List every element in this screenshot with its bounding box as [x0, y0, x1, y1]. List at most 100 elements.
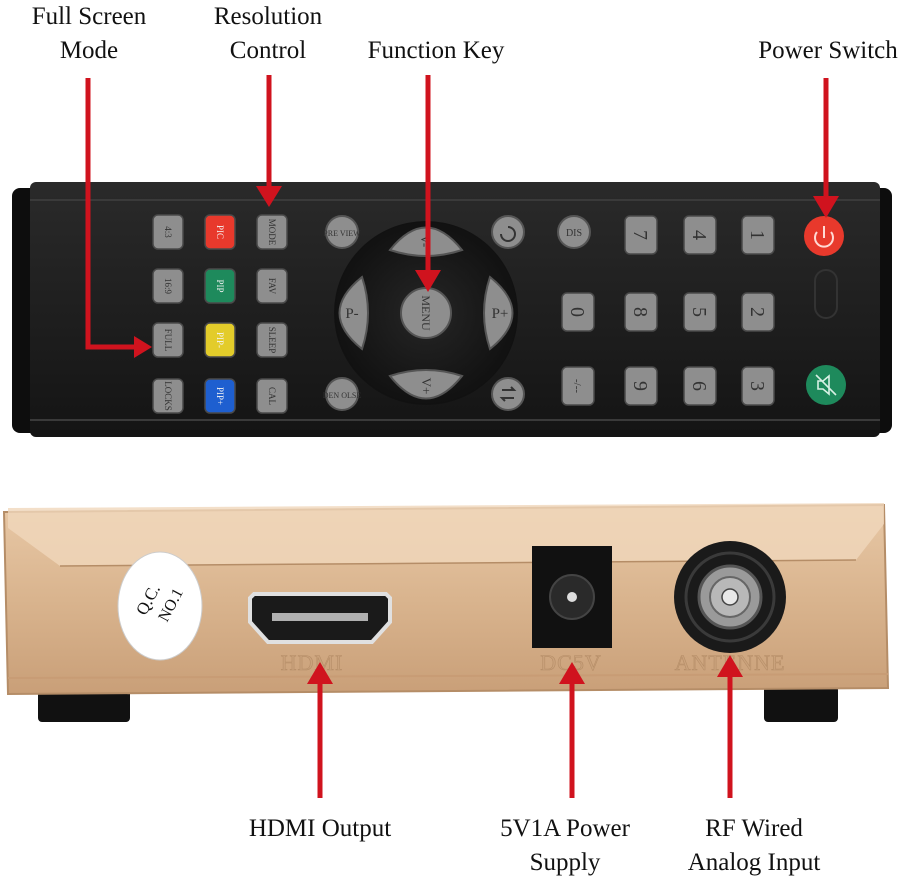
number-key-8[interactable]: 8: [624, 292, 658, 332]
arrowhead-function-key: [415, 270, 441, 292]
remote-key-pip[interactable]: PIP: [204, 268, 236, 304]
remote-key-pip-[interactable]: PIP-: [204, 322, 236, 358]
callout-power-supply-line1: 5V1A Power: [500, 815, 630, 842]
callout-hdmi-output: HDMI Output: [248, 815, 392, 842]
pre-view-label: PRE VIEW: [323, 229, 361, 238]
remote-key-4-3[interactable]: 4:3: [152, 214, 184, 250]
number-key-dash[interactable]: -/--: [561, 366, 595, 406]
remote-key-cal[interactable]: CAL: [256, 378, 288, 414]
number-key-label: 6: [688, 381, 710, 391]
dis-label: DIS: [566, 228, 582, 239]
callout-resolution-line1: Resolution: [213, 3, 323, 30]
number-key-label: 4: [688, 230, 710, 240]
mute-icon: [815, 374, 837, 396]
remote-key-label: 16:9: [163, 278, 173, 295]
swap-icon: [499, 386, 517, 402]
callout-power-switch: Power Switch: [758, 37, 898, 64]
den-olse-button[interactable]: DEN OLSE: [323, 377, 362, 411]
number-key-1[interactable]: 1: [741, 215, 775, 255]
arrowhead-rf-input: [717, 655, 743, 677]
led-slot: [814, 269, 838, 319]
callout-full-screen-line2: Mode: [59, 37, 119, 64]
return-icon: [500, 226, 516, 242]
remote-key-16-9[interactable]: 16:9: [152, 268, 184, 304]
arrowhead-resolution: [256, 186, 282, 207]
remote-key-label: PIP-: [215, 332, 225, 348]
return-button[interactable]: [491, 215, 525, 249]
remote-key-fav[interactable]: FAV: [256, 268, 288, 304]
dis-button[interactable]: DIS: [557, 215, 591, 249]
remote-key-full[interactable]: FULL: [152, 322, 184, 358]
menu-label: MENU: [419, 295, 433, 331]
remote-key-pic[interactable]: PIC: [204, 214, 236, 250]
power-button[interactable]: [804, 216, 844, 256]
remote-key-label: FULL: [163, 329, 173, 352]
callout-rf-input: RF Wired Analog Input: [662, 812, 846, 880]
den-olse-label: DEN OLSE: [323, 391, 362, 400]
number-key-9[interactable]: 9: [624, 366, 658, 406]
hdmi-port[interactable]: HDMI: [248, 592, 392, 675]
callout-rf-input-line1: RF Wired: [705, 815, 803, 842]
remote-key-label: MODE: [267, 219, 277, 246]
power-icon: [814, 226, 834, 248]
callout-full-screen-line1: Full Screen: [31, 3, 147, 30]
dpad: MENU P- P+ V- V+: [334, 221, 518, 405]
dc-power-port[interactable]: DC5V: [532, 546, 612, 675]
callout-power-supply: 5V1A Power Supply: [470, 812, 660, 880]
pre-view-button[interactable]: PRE VIEW: [323, 215, 361, 249]
number-key-label: 7: [629, 230, 651, 240]
p-minus-label: P-: [345, 306, 358, 322]
remote-key-label: FAV: [267, 278, 277, 295]
dpad-right-button[interactable]: [483, 275, 514, 351]
arrowhead-full-screen: [134, 336, 152, 358]
mute-button[interactable]: [806, 365, 846, 405]
qc-sticker: Q.C. NO.1: [117, 551, 203, 661]
remote-key-sleep[interactable]: SLEEP: [256, 322, 288, 358]
remote-key-pip-[interactable]: PIP+: [204, 378, 236, 414]
remote-key-label: PIP+: [215, 387, 225, 405]
remote-key-label: PIC: [215, 225, 225, 239]
number-key-6[interactable]: 6: [683, 366, 717, 406]
v-plus-label: V+: [419, 378, 434, 395]
number-key-4[interactable]: 4: [683, 215, 717, 255]
arrow-full-screen: [85, 78, 138, 350]
remote-key-locks[interactable]: LOCKS: [152, 378, 184, 414]
number-key-3[interactable]: 3: [741, 366, 775, 406]
callout-rf-input-line2: Analog Input: [687, 849, 821, 876]
antenna-port[interactable]: ANTENNE: [674, 541, 786, 675]
number-key-label: 3: [746, 381, 768, 391]
tv-tuner-box: Q.C. NO.1 HDMI DC5V ANTENNE: [2, 503, 890, 722]
remote-key-label: CAL: [267, 387, 277, 405]
callout-power-supply-line2: Supply: [529, 849, 601, 876]
number-key-0[interactable]: 0: [561, 292, 595, 332]
callout-full-screen-mode: Full Screen Mode: [14, 0, 164, 68]
number-key-grid: 1 2 3 4 5 6 7 8 9 0 -/--: [561, 215, 775, 406]
number-key-label: -/--: [571, 379, 583, 393]
arrowhead-power-switch: [813, 196, 839, 218]
swap-button[interactable]: [491, 377, 525, 411]
arrowhead-power-supply: [559, 662, 585, 684]
arrow-heads: [134, 186, 839, 684]
remote-key-label: LOCKS: [163, 381, 173, 411]
remote-control: 4:3 PIC MODE 16:9 PIP FAV FULL PIP- SLEEP LOCKS PI…: [12, 182, 892, 437]
arrowhead-hdmi-output: [307, 662, 333, 684]
p-plus-label: P+: [492, 306, 509, 322]
remote-key-mode[interactable]: MODE: [256, 214, 288, 250]
hdmi-port-label: HDMI: [281, 650, 344, 675]
number-key-label: 8: [629, 307, 651, 317]
dpad-left-button[interactable]: [338, 275, 369, 351]
remote-key-label: SLEEP: [267, 327, 277, 354]
number-key-label: 9: [629, 381, 651, 391]
foot-left: [38, 688, 130, 722]
callout-arrows: [85, 75, 829, 798]
dpad-down-button[interactable]: [388, 369, 464, 400]
number-key-label: 1: [746, 230, 768, 240]
number-key-7[interactable]: 7: [624, 215, 658, 255]
callout-resolution-line2: Control: [229, 37, 307, 64]
callout-function-key: Function Key: [367, 37, 505, 64]
number-key-2[interactable]: 2: [741, 292, 775, 332]
foot-right: [764, 686, 838, 722]
number-key-5[interactable]: 5: [683, 292, 717, 332]
callout-resolution-control: Resolution Control: [190, 0, 346, 68]
